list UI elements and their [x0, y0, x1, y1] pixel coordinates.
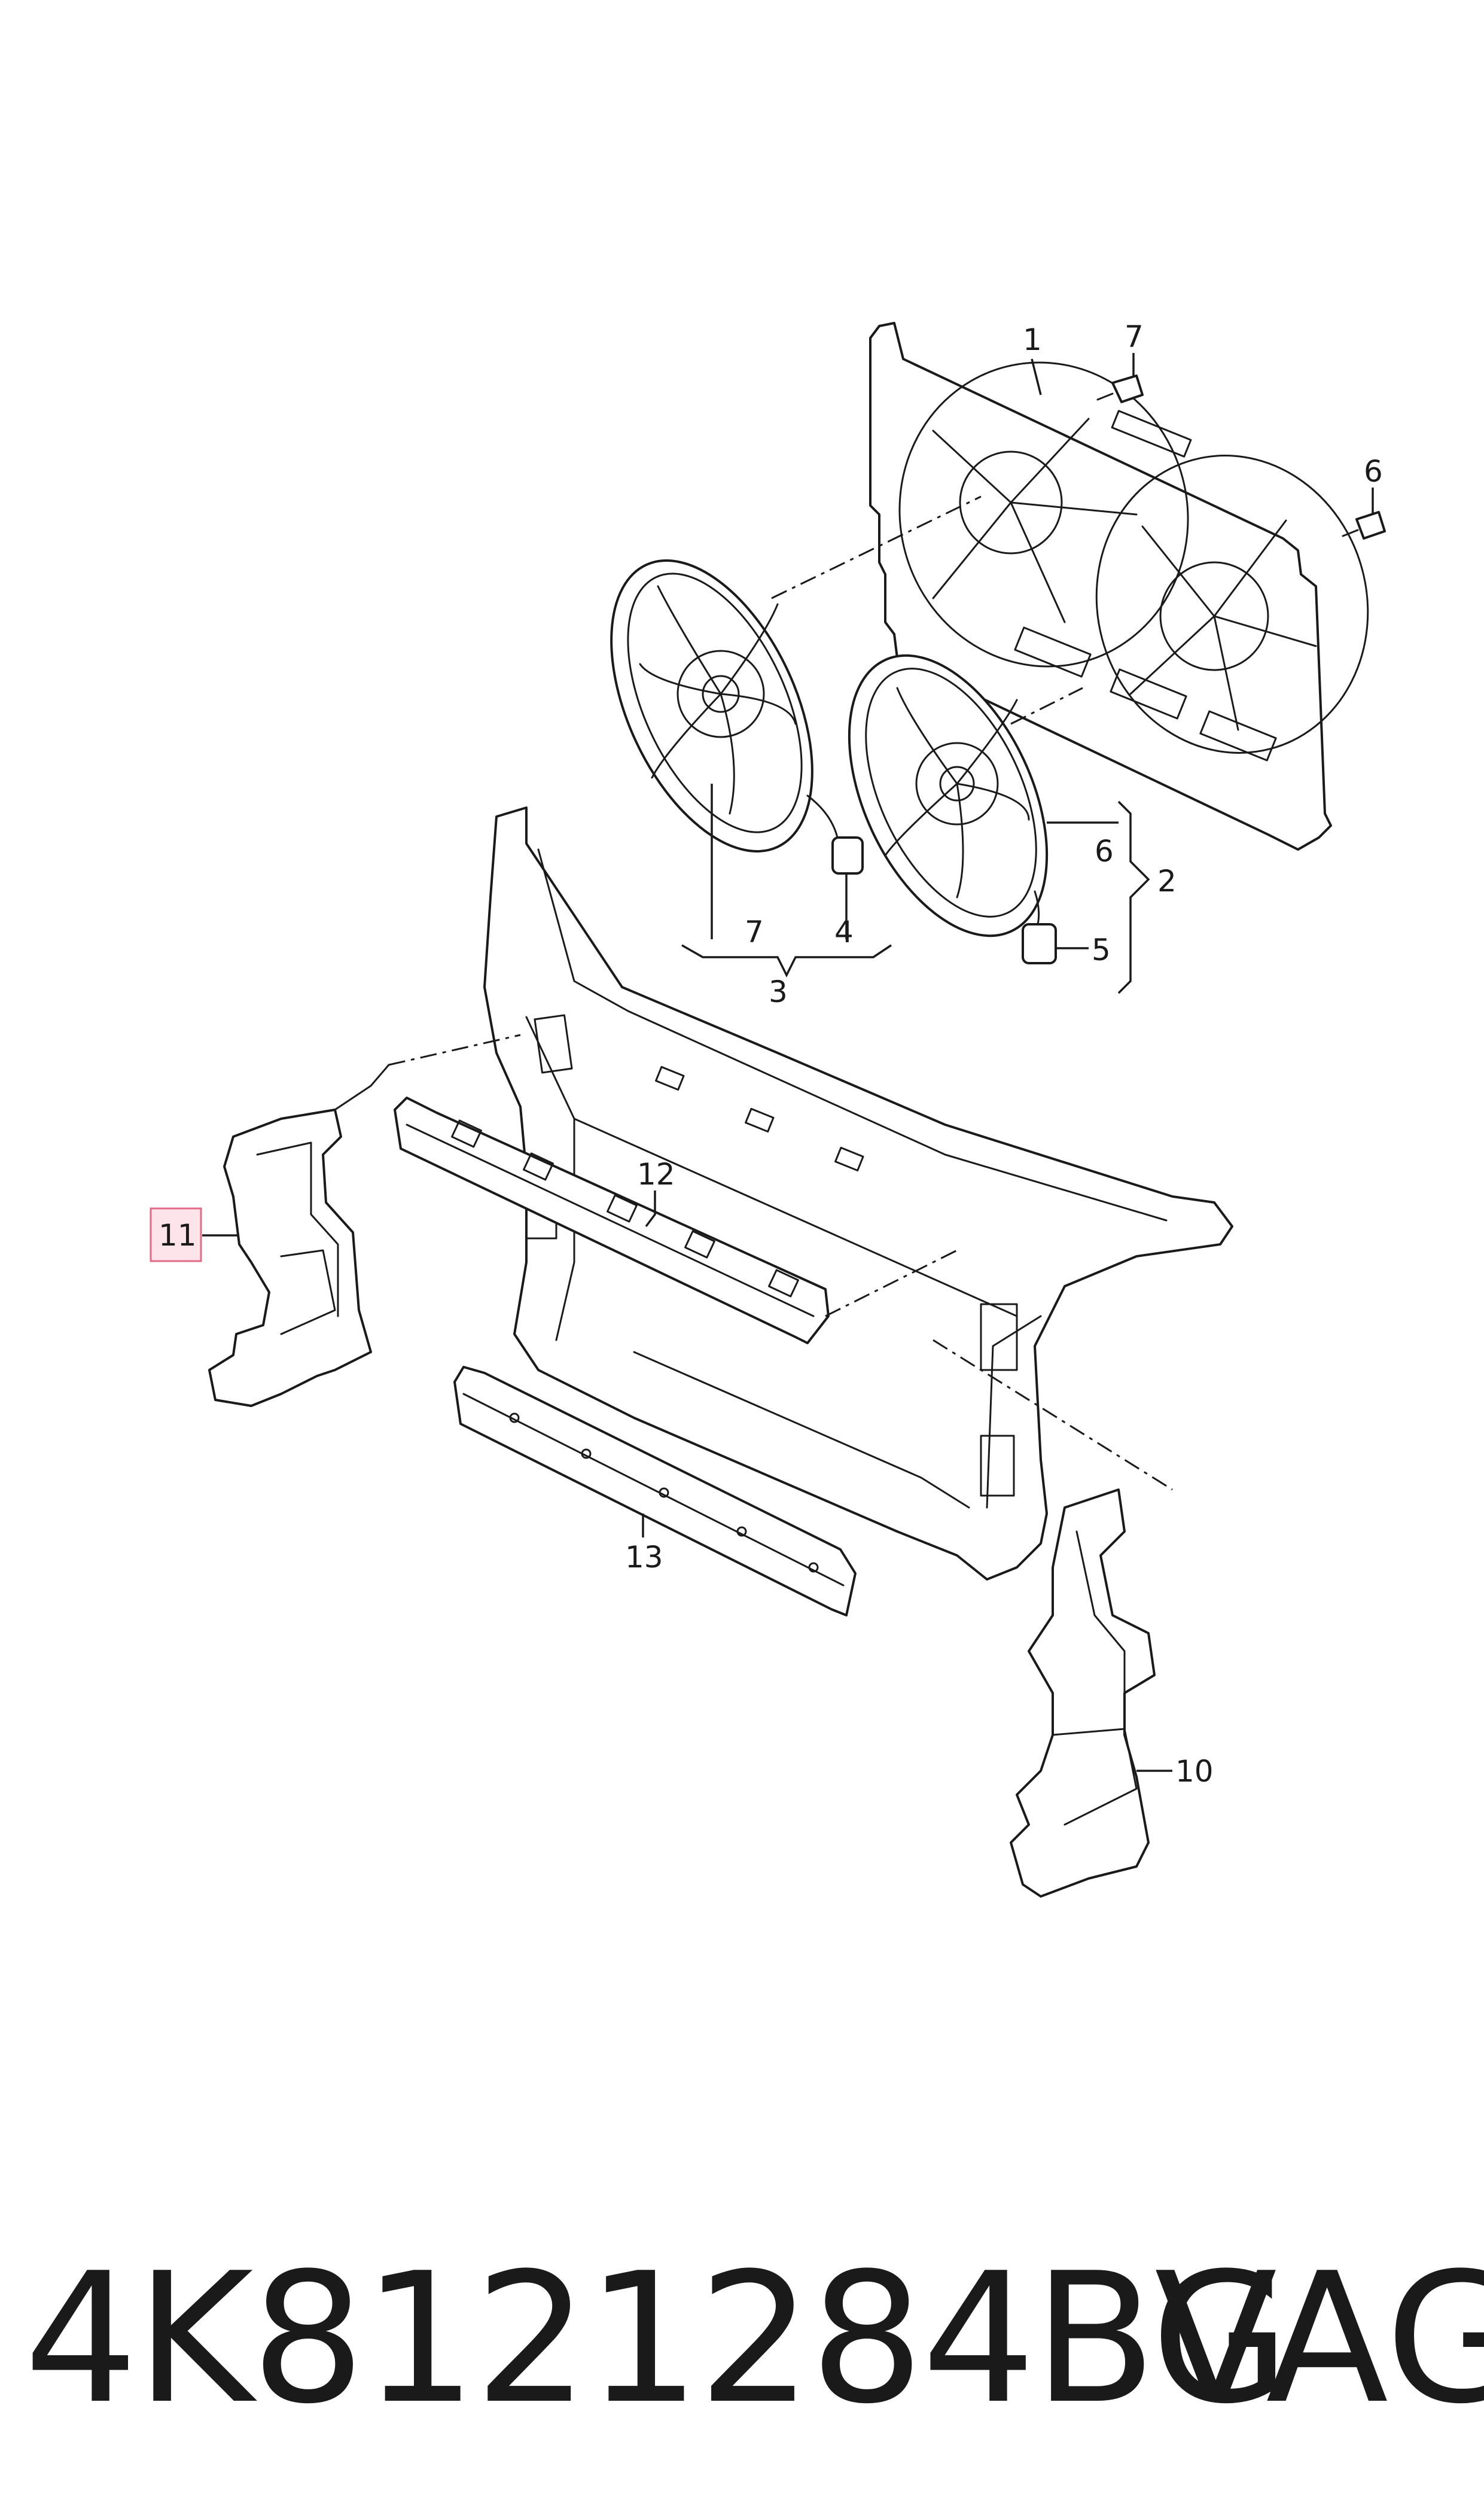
- callout-13: 13: [625, 1540, 663, 1575]
- left-air-duct: [208, 1064, 390, 1407]
- leader-lines: [202, 353, 1374, 1772]
- right-fan: [848, 654, 1057, 964]
- callout-7-bottom: 7: [745, 915, 764, 949]
- part-number: 4K8121284BG: [24, 2234, 1290, 2443]
- left-fan-connector: [831, 836, 864, 875]
- screw-lower: [1342, 511, 1386, 540]
- callout-labels: 1 7 6 6 2 7 4 3 5 12 11 13 10: [159, 319, 1383, 1789]
- callout-3: 3: [769, 975, 788, 1009]
- callout-7-top: 7: [1125, 319, 1144, 354]
- screw-upper: [1096, 374, 1144, 403]
- callout-6-right: 6: [1095, 834, 1114, 869]
- callout-10: 10: [1175, 1754, 1214, 1789]
- callout-5: 5: [1092, 933, 1111, 967]
- callout-4: 4: [834, 915, 854, 949]
- right-air-duct: [1010, 1488, 1156, 1898]
- highlight-box-11: [150, 1207, 202, 1262]
- assembly-lines: [388, 495, 1173, 1491]
- lock-carrier: [483, 806, 1233, 1581]
- callout-12: 12: [637, 1157, 675, 1192]
- left-fan: [610, 559, 864, 875]
- parts-diagram: 1 7 6 6 2 7 4 3 5 12 11 13 10: [150, 319, 1386, 1898]
- upper-air-guide: [394, 1097, 830, 1344]
- lower-air-guide: [453, 1366, 857, 1616]
- right-fan-connector: [1022, 923, 1057, 964]
- fan-shroud: [869, 322, 1369, 851]
- callout-11: 11: [159, 1218, 197, 1253]
- callout-2: 2: [1157, 864, 1177, 899]
- callout-6-top: 6: [1364, 454, 1383, 489]
- callout-1: 1: [1023, 322, 1042, 357]
- brand-name: VAG: [1154, 2234, 1484, 2443]
